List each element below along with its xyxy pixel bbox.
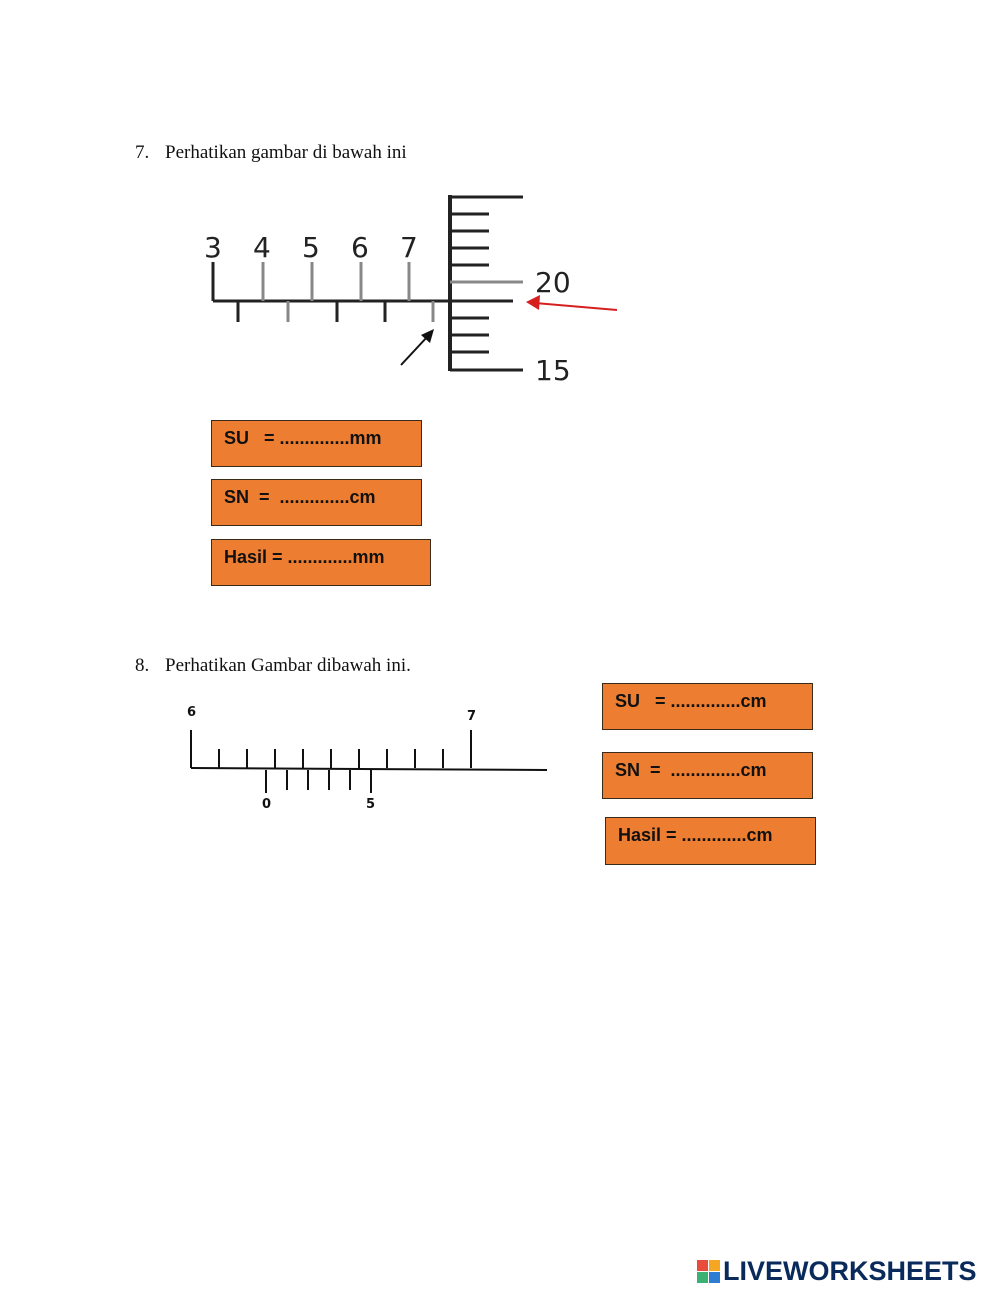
question-8-text: 8. Perhatikan Gambar dibawah ini. — [135, 655, 411, 677]
answer-su-field[interactable]: SU = ..............cm — [602, 683, 813, 730]
vernier-label: 5 — [366, 797, 375, 812]
question-8-number: 8. — [135, 655, 150, 676]
red-arrow-icon — [526, 295, 618, 311]
main-scale-label: 3 — [204, 231, 222, 264]
liveworksheets-logo: LIVEWORKSHEETS — [697, 1255, 977, 1287]
main-scale-label: 6 — [187, 705, 196, 720]
main-scale-label: 7 — [400, 231, 418, 264]
question-8-prompt: Perhatikan Gambar dibawah ini. — [165, 655, 411, 676]
main-scale-label: 7 — [467, 709, 476, 724]
main-scale-line — [190, 767, 548, 771]
vernier-label: 0 — [262, 797, 271, 812]
vernier-caliper-diagram: 6 7 0 5 — [187, 705, 548, 812]
answer-hasil-field[interactable]: Hasil = .............mm — [211, 539, 431, 586]
logo-blocks-icon — [697, 1259, 720, 1283]
black-arrow-icon — [400, 329, 434, 366]
thimble-label: 20 — [535, 266, 571, 299]
thimble-label: 15 — [535, 354, 571, 387]
question-7-number: 7. — [135, 142, 150, 163]
answer-sn-field[interactable]: SN = ..............cm — [602, 752, 813, 799]
logo-text: LIVEWORKSHEETS — [723, 1255, 977, 1286]
main-scale-label: 5 — [302, 231, 320, 264]
answer-su-field[interactable]: SU = ..............mm — [211, 420, 422, 467]
question-7-prompt: Perhatikan gambar di bawah ini — [165, 142, 407, 163]
answer-hasil-field[interactable]: Hasil = .............cm — [605, 817, 816, 865]
main-scale-label: 6 — [351, 231, 369, 264]
main-scale-label: 4 — [253, 231, 271, 264]
micrometer-diagram: 3 4 5 6 7 20 15 — [204, 195, 618, 387]
question-7-text: 7. Perhatikan gambar di bawah ini — [135, 142, 407, 164]
answer-sn-field[interactable]: SN = ..............cm — [211, 479, 422, 526]
